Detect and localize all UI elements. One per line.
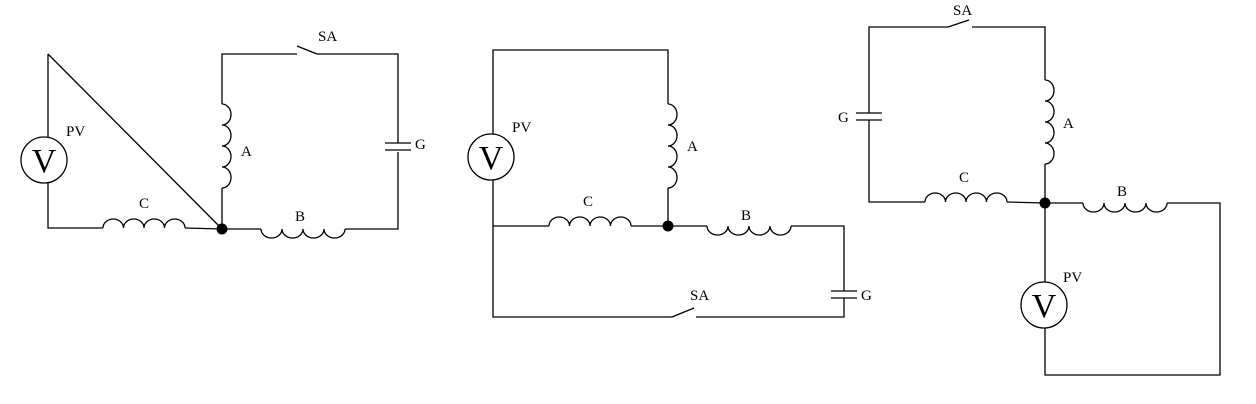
d1-coil-a — [221, 103, 232, 189]
d3-voltmeter-symbol: V — [1032, 288, 1057, 325]
diagram-2: V PV A C B G SA — [467, 49, 872, 318]
d1-coil-c — [102, 218, 186, 229]
d1-junction-dot — [216, 223, 228, 235]
d3-coil-a — [1044, 79, 1055, 165]
d1-voltmeter-symbol: V — [32, 143, 57, 180]
d3-switch-label: SA — [953, 3, 972, 19]
d3-capacitor-label: G — [838, 110, 849, 126]
d2-voltmeter — [467, 133, 515, 181]
d2-coil-c — [548, 216, 632, 227]
d3-coil-b-label: B — [1117, 184, 1127, 200]
d2-meter-label: PV — [512, 120, 531, 136]
d2-capacitor-label: G — [861, 288, 872, 304]
d1-switch-label: SA — [318, 29, 337, 45]
d3-voltmeter — [1020, 281, 1068, 329]
d1-coil-b — [260, 228, 346, 239]
d1-meter-label: PV — [66, 124, 85, 140]
d3-junction-dot — [1039, 197, 1051, 209]
d2-switch-label: SA — [690, 288, 709, 304]
d1-coil-a-label: A — [241, 144, 252, 160]
d1-meter-wire — [47, 54, 103, 229]
d3-coil-c-label: C — [959, 170, 969, 186]
d1-switch — [296, 45, 318, 55]
diagram-3: G SA A C B V PV — [838, 3, 1221, 376]
d2-coil-b-label: B — [741, 208, 751, 224]
d2-junction-dot — [662, 220, 674, 232]
d2-capacitor — [831, 290, 857, 299]
d3-capacitor — [856, 112, 882, 121]
d2-coil-c-label: C — [583, 194, 593, 210]
d2-coil-a-label: A — [687, 139, 698, 155]
d1-capacitor — [385, 142, 411, 151]
d3-meter-label: PV — [1063, 270, 1082, 286]
d1-coil-b-label: B — [295, 209, 305, 225]
d1-diagonal-wire — [47, 53, 223, 230]
d2-coil-a — [667, 103, 678, 189]
d2-switch — [671, 307, 695, 318]
d3-coil-b — [1082, 202, 1168, 213]
d3-coil-c — [924, 192, 1008, 203]
d1-voltmeter — [20, 136, 68, 184]
d2-voltmeter-symbol: V — [479, 140, 504, 177]
d2-coil-b — [706, 225, 792, 236]
diagram-1: V PV C B G SA A — [20, 29, 426, 239]
d3-coil-a-label: A — [1063, 116, 1074, 132]
d1-coil-c-label: C — [139, 196, 149, 212]
d3-switch — [947, 19, 970, 28]
d1-capacitor-label: G — [415, 137, 426, 153]
